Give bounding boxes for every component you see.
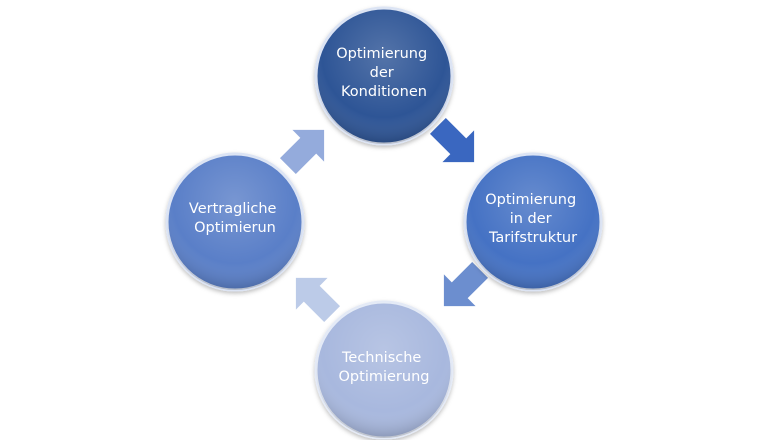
arrow-konditionen-to-tarifstruktur [429, 117, 475, 163]
node-technische-line-2: Optimierung [339, 369, 430, 385]
node-tarifstruktur: Optimierung in der Tarifstruktur [463, 152, 603, 292]
node-konditionen-line-2: der [370, 65, 394, 81]
node-technische-line-1: Technische [341, 350, 421, 366]
node-vertragliche-line-1: Vertragliche [189, 201, 277, 217]
node-konditionen: Optimierung der Konditionen [314, 6, 454, 146]
node-konditionen-line-3: Konditionen [341, 84, 427, 100]
node-tarifstruktur-line-1: Optimierung [485, 192, 576, 208]
node-technische: Technische Optimierung [314, 300, 454, 440]
node-vertragliche-line-2: Optimierun [194, 220, 276, 236]
arrow-vertragliche-to-konditionen [279, 129, 325, 175]
svg-text:Optimierung in der: Optimierung in der Tarifstruktur [485, 192, 581, 246]
node-vertragliche: Vertragliche Optimierun [165, 152, 305, 292]
node-tarifstruktur-line-3: Tarifstruktur [488, 230, 577, 246]
arrow-tarifstruktur-to-technische [443, 261, 489, 307]
arrow-technische-to-vertragliche [295, 277, 341, 323]
svg-text:Optimierung der Ko: Optimierung der Konditionen [336, 46, 432, 100]
node-tarifstruktur-line-2: in der [510, 211, 552, 227]
node-konditionen-line-1: Optimierung [336, 46, 427, 62]
svg-text:Technische Optimierung: Technische Optimierung [339, 350, 430, 385]
svg-text:Vertragliche Optimierun: Vertragliche Optimierun [189, 201, 281, 236]
